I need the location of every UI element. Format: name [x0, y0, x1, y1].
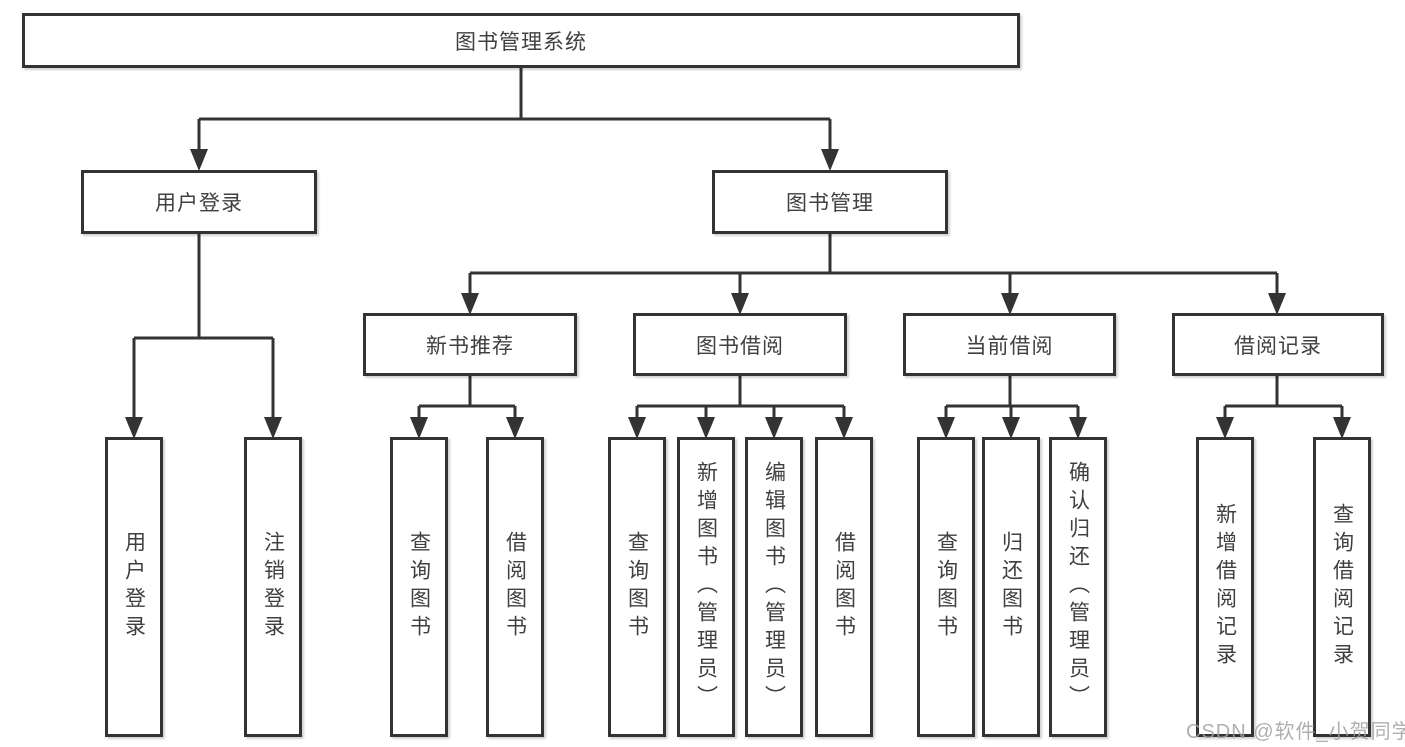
- leaf-borrow-books-recommend-label: 借阅图书: [503, 531, 527, 643]
- leaf-borrow-books-label: 借阅图书: [832, 531, 856, 643]
- leaf-add-books-admin-label: 新增图书（管理员）: [694, 461, 718, 713]
- node-user-login-label: 用户登录: [155, 192, 243, 215]
- node-borrow-records: 借阅记录: [1172, 313, 1384, 376]
- node-book-borrow-label: 图书借阅: [696, 334, 784, 358]
- leaf-return-books-label: 归还图书: [999, 531, 1023, 643]
- leaf-query-books-current-label: 查询图书: [934, 531, 958, 643]
- node-root-label: 图书管理系统: [455, 30, 587, 54]
- leaf-query-books-recommend-label: 查询图书: [407, 531, 431, 643]
- leaf-query-books-borrow-label: 查询图书: [625, 531, 649, 643]
- leaf-return-books: 归还图书: [982, 437, 1040, 737]
- leaf-add-books-admin: 新增图书（管理员）: [677, 437, 735, 737]
- node-book-borrow: 图书借阅: [633, 313, 847, 376]
- node-user-login: 用户登录: [81, 170, 317, 234]
- node-current-borrow-label: 当前借阅: [965, 334, 1054, 358]
- leaf-query-books-current: 查询图书: [917, 437, 975, 737]
- leaf-logout-label: 注销登录: [261, 531, 285, 643]
- leaf-user-login-label: 用户登录: [122, 531, 146, 643]
- leaf-query-borrow-record-label: 查询借阅记录: [1330, 503, 1354, 671]
- node-root-system: 图书管理系统: [22, 13, 1020, 68]
- leaf-user-login: 用户登录: [105, 437, 163, 737]
- leaf-confirm-return-admin-label: 确认归还（管理员）: [1066, 461, 1090, 713]
- leaf-logout: 注销登录: [244, 437, 302, 737]
- node-book-management-label: 图书管理: [786, 192, 874, 215]
- leaf-confirm-return-admin: 确认归还（管理员）: [1049, 437, 1107, 737]
- leaf-borrow-books-recommend: 借阅图书: [486, 437, 544, 737]
- leaf-query-books-borrow: 查询图书: [608, 437, 666, 737]
- node-current-borrow: 当前借阅: [903, 313, 1116, 376]
- leaf-borrow-books: 借阅图书: [815, 437, 873, 737]
- node-book-management: 图书管理: [712, 170, 948, 234]
- leaf-edit-books-admin-label: 编辑图书（管理员）: [762, 461, 786, 713]
- arrowhead-icon: [125, 149, 1351, 439]
- leaf-add-borrow-record-label: 新增借阅记录: [1213, 503, 1237, 671]
- leaf-query-borrow-record: 查询借阅记录: [1313, 437, 1371, 737]
- connector-lines: [132, 68, 1344, 422]
- leaf-edit-books-admin: 编辑图书（管理员）: [745, 437, 803, 737]
- leaf-add-borrow-record: 新增借阅记录: [1196, 437, 1254, 737]
- node-new-book-recommend: 新书推荐: [363, 313, 577, 376]
- leaf-query-books-recommend: 查询图书: [390, 437, 448, 737]
- node-borrow-records-label: 借阅记录: [1234, 334, 1322, 358]
- csdn-watermark: CSDN @软件_小贺同学: [1186, 721, 1405, 743]
- node-new-book-recommend-label: 新书推荐: [426, 334, 514, 358]
